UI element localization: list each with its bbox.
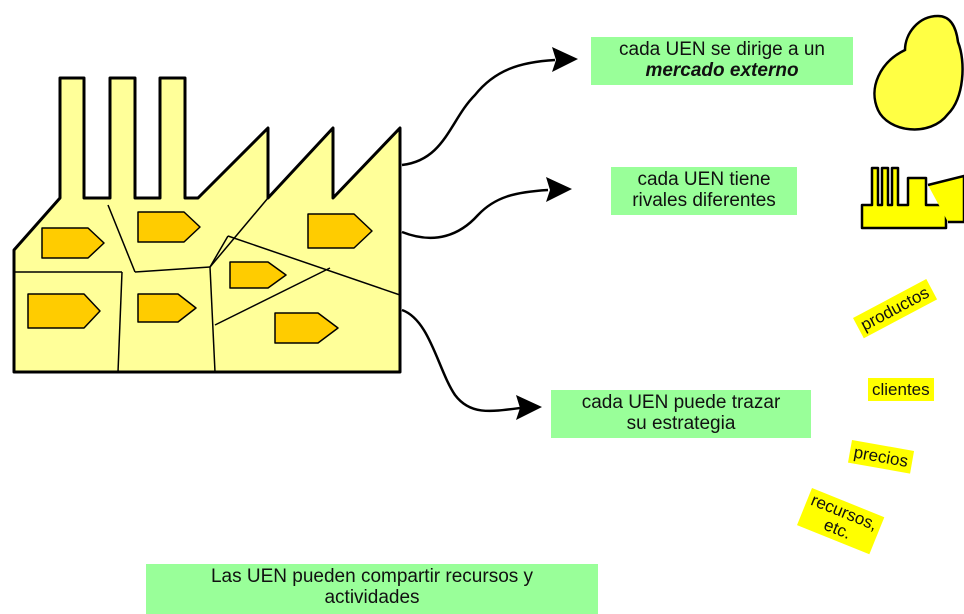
curved-arrow-icon <box>401 58 556 167</box>
unit-arrow-icon <box>137 293 197 323</box>
rivals-note-line1: cada UEN tiene <box>637 169 771 190</box>
unit-arrow-icon <box>27 293 101 329</box>
factory-icon <box>12 76 402 374</box>
unit-arrow-icon <box>41 227 105 259</box>
rivals-note: cada UEN tiene rivales diferentes <box>611 167 797 215</box>
shared-note-line1: Las UEN pueden compartir recursos y <box>210 566 534 587</box>
strategy-note-line2: su estrategia <box>626 413 736 434</box>
rivals-note-line2: rivales diferentes <box>632 190 776 211</box>
market-blob-icon <box>873 14 964 131</box>
shared-note-line2: actividades <box>324 587 420 608</box>
connectors <box>401 58 556 413</box>
unit-arrow-icon <box>307 213 373 249</box>
rival-factory-icon <box>860 166 964 230</box>
arrowheads <box>516 47 578 420</box>
market-note: cada UEN se dirige a un mercado externo <box>591 37 853 85</box>
unit-divisions <box>14 197 401 373</box>
tag-clients: clientes <box>868 378 934 401</box>
unit-arrow-icon <box>274 312 339 344</box>
unit-arrow-icon <box>229 261 287 289</box>
shared-resources-note: Las UEN pueden compartir recursos y acti… <box>146 564 598 614</box>
strategy-note: cada UEN puede trazar su estrategia <box>551 390 811 438</box>
market-note-line1: cada UEN se dirige a un <box>619 39 825 60</box>
market-note-line2: mercado externo <box>645 60 799 81</box>
curved-arrow-icon <box>401 188 549 240</box>
curved-arrow-icon <box>401 308 521 413</box>
unit-arrow-icon <box>137 211 201 243</box>
strategy-note-line1: cada UEN puede trazar <box>581 392 781 413</box>
